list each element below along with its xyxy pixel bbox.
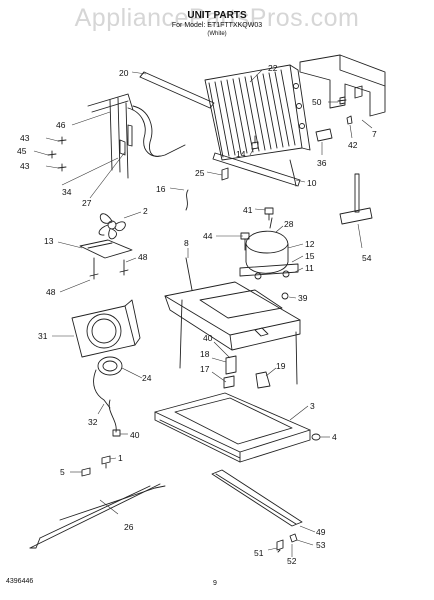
callout-18: 18: [200, 349, 210, 359]
part-20-strip: [139, 71, 215, 109]
part-19-cover: [255, 371, 271, 389]
part-7-bracket: [299, 54, 386, 117]
part-1-screw: [101, 455, 111, 469]
part-17-overload: [223, 375, 235, 389]
callout-53: 53: [316, 540, 326, 550]
callout-54: 54: [362, 253, 372, 263]
part-22-condenser: [204, 64, 311, 161]
part-50-screw: [337, 96, 347, 105]
callout-labels: 20 22 7 50 42 36 46 43 45 43 34 27 14 25…: [17, 63, 377, 566]
page-number: 9: [213, 580, 217, 587]
part-36-pad: [315, 128, 333, 142]
part-14-screw: [251, 135, 259, 150]
callout-14: 14: [236, 149, 246, 159]
part-2-fan-blade: [98, 213, 126, 240]
callout-42: 42: [348, 140, 358, 150]
part-13-fan-motor: [79, 239, 133, 259]
callout-43-upper: 43: [20, 133, 30, 143]
callout-31: 31: [38, 331, 48, 341]
part-48-screws: [89, 257, 129, 280]
part-8-indicator: [185, 257, 193, 291]
part-10-heater: [212, 152, 301, 187]
part-54-bracket: [339, 173, 373, 225]
callout-5: 5: [60, 467, 65, 477]
leader-lines: [33, 69, 373, 557]
callout-22: 22: [268, 63, 278, 73]
part-5-screw: [81, 467, 91, 477]
callout-32: 32: [88, 417, 98, 427]
part-39-grommet: [281, 292, 289, 300]
callout-36: 36: [317, 158, 327, 168]
callout-46: 46: [56, 120, 66, 130]
part-40-terminal: [108, 399, 121, 437]
callout-3: 3: [310, 401, 315, 411]
callout-25: 25: [195, 168, 205, 178]
part-51-screw: [276, 539, 284, 553]
part-8-base-pan: [164, 281, 301, 385]
callout-12: 12: [305, 239, 315, 249]
callout-17: 17: [200, 364, 210, 374]
part-43-screws: [47, 136, 67, 172]
callout-2: 2: [143, 206, 148, 216]
callout-48-right: 48: [138, 252, 148, 262]
part-42-screw: [346, 115, 353, 125]
callout-51: 51: [254, 548, 264, 558]
part-53-spring: [289, 533, 298, 543]
part-26-wire-harness: [29, 483, 166, 549]
callout-7: 7: [372, 129, 377, 139]
callout-13: 13: [44, 236, 54, 246]
callout-40-lower: 40: [130, 430, 140, 440]
callout-4: 4: [332, 432, 337, 442]
callout-24: 24: [142, 373, 152, 383]
part-24-fan-motor: [97, 356, 123, 376]
part-32-wire: [93, 369, 111, 409]
part-46-tubing: [87, 93, 186, 179]
callout-1: 1: [118, 453, 123, 463]
callout-52: 52: [287, 556, 297, 566]
part-16-wire: [185, 189, 189, 211]
callout-20: 20: [119, 68, 129, 78]
callout-8: 8: [184, 238, 189, 248]
callout-39: 39: [298, 293, 308, 303]
callout-16: 16: [156, 184, 166, 194]
part-41-screw: [264, 207, 274, 221]
callout-40-upper: 40: [203, 333, 213, 343]
callout-50: 50: [312, 97, 322, 107]
callout-28: 28: [284, 219, 294, 229]
callout-45: 45: [17, 146, 27, 156]
callout-41: 41: [243, 205, 253, 215]
watermark: AppliancePartsPros.com: [74, 4, 360, 32]
part-18-relay: [225, 355, 237, 375]
callout-34: 34: [62, 187, 72, 197]
part-4-grommet: [311, 433, 321, 441]
part-49-rail: [211, 469, 303, 527]
callout-44: 44: [203, 231, 213, 241]
part-3-base-frame: [154, 392, 311, 463]
color-note: (White): [207, 31, 227, 37]
part-44-screw: [240, 232, 250, 251]
callout-49: 49: [316, 527, 326, 537]
callout-15: 15: [305, 251, 315, 261]
part-25-clip: [221, 167, 229, 181]
part-31-fan-shroud: [71, 299, 141, 358]
callout-19: 19: [276, 361, 286, 371]
page-title: UNIT PARTS: [187, 10, 247, 21]
callout-43-lower: 43: [20, 161, 30, 171]
callout-27: 27: [82, 198, 92, 208]
model-subtitle: For Model: ET1FTTXKQW03: [171, 22, 263, 29]
callout-48-left: 48: [46, 287, 56, 297]
callout-26: 26: [124, 522, 134, 532]
doc-number: 4396446: [6, 578, 34, 585]
callout-10: 10: [307, 178, 317, 188]
part-28-compressor: [239, 217, 299, 280]
callout-11: 11: [305, 263, 314, 273]
